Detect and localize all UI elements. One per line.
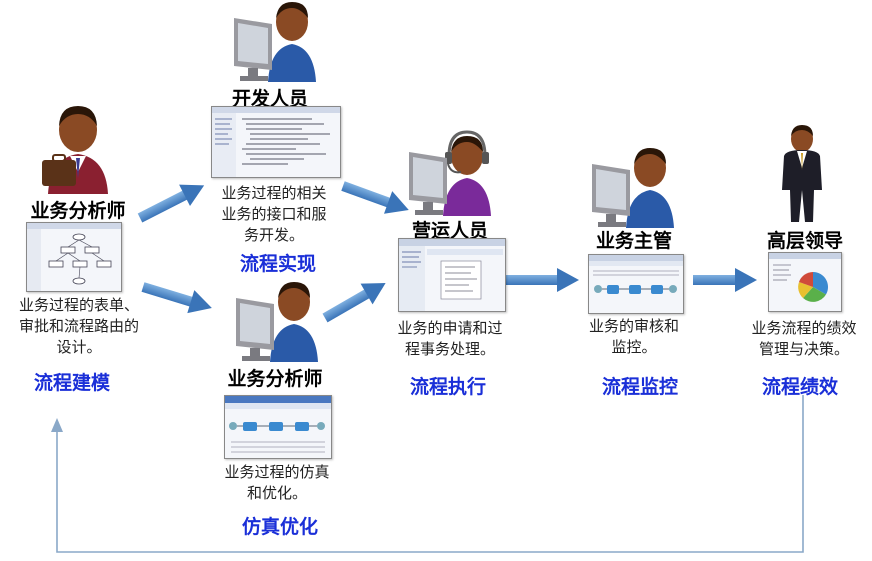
role-business-analyst-modeling: 业务分析师 bbox=[30, 200, 126, 222]
stage-label-implement: 流程实现 bbox=[239, 253, 316, 275]
description-line: 设计。 bbox=[56, 338, 102, 356]
role-supervisor: 业务主管 bbox=[595, 230, 672, 252]
description-line: 业务的审核和 bbox=[588, 317, 679, 335]
app-screenshot-icon bbox=[768, 252, 842, 312]
description-performance: 业务流程的绩效 管理与决策。 bbox=[736, 318, 872, 360]
flow-arrow-icon bbox=[341, 181, 409, 214]
feedback-arrowhead-icon bbox=[51, 418, 63, 432]
app-screenshot-icon bbox=[224, 395, 332, 459]
description-line: 程事务处理。 bbox=[404, 340, 495, 358]
person-computer-icon bbox=[232, 280, 322, 362]
feedback-line bbox=[56, 395, 804, 553]
person-computer-icon bbox=[230, 0, 320, 82]
description-line: 监控。 bbox=[611, 338, 657, 356]
person-briefcase-icon bbox=[40, 98, 116, 194]
person-headset-icon bbox=[405, 130, 495, 216]
flow-arrow-icon bbox=[322, 283, 386, 323]
stage-label-simulate: 仿真优化 bbox=[241, 516, 318, 538]
role-business-analyst-simulation: 业务分析师 bbox=[227, 368, 323, 390]
description-model: 业务过程的表单、 审批和流程路由的 设计。 bbox=[0, 295, 158, 358]
description-line: 审批和流程路由的 bbox=[18, 317, 139, 335]
role-operator: 营运人员 bbox=[411, 220, 488, 242]
stage-label-model: 流程建模 bbox=[33, 372, 110, 394]
description-line: 业务过程的相关 bbox=[221, 184, 327, 202]
description-line: 管理与决策。 bbox=[758, 340, 849, 358]
flow-arrow-icon bbox=[137, 184, 205, 223]
description-line: 业务过程的仿真 bbox=[224, 463, 330, 481]
description-line: 业务的接口和服 bbox=[221, 205, 327, 223]
flow-arrow-icon bbox=[505, 268, 579, 292]
app-screenshot-icon bbox=[26, 222, 122, 292]
flow-arrow-icon bbox=[141, 282, 212, 314]
description-line: 务开发。 bbox=[243, 226, 304, 244]
description-simulate: 业务过程的仿真 和优化。 bbox=[198, 462, 356, 504]
description-line: 业务流程的绩效 bbox=[751, 319, 857, 337]
description-execute: 业务的申请和过 程事务处理。 bbox=[380, 318, 520, 360]
description-implement: 业务过程的相关 业务的接口和服 务开发。 bbox=[196, 183, 352, 246]
person-computer-icon bbox=[588, 146, 678, 228]
app-screenshot-icon bbox=[588, 254, 684, 314]
person-suit-icon bbox=[778, 124, 826, 224]
description-monitor: 业务的审核和 监控。 bbox=[570, 316, 698, 358]
role-executive: 高层领导 bbox=[766, 230, 843, 252]
stage-label-execute: 流程执行 bbox=[409, 376, 486, 398]
role-developer: 开发人员 bbox=[231, 88, 308, 110]
description-line: 和优化。 bbox=[246, 484, 307, 502]
description-line: 业务的申请和过 bbox=[397, 319, 503, 337]
stage-label-performance: 流程绩效 bbox=[761, 376, 838, 398]
app-screenshot-icon bbox=[211, 106, 341, 178]
app-screenshot-icon bbox=[398, 238, 506, 312]
description-line: 业务过程的表单、 bbox=[18, 296, 139, 314]
stage-label-monitor: 流程监控 bbox=[601, 376, 678, 398]
flow-arrow-icon bbox=[693, 268, 757, 292]
